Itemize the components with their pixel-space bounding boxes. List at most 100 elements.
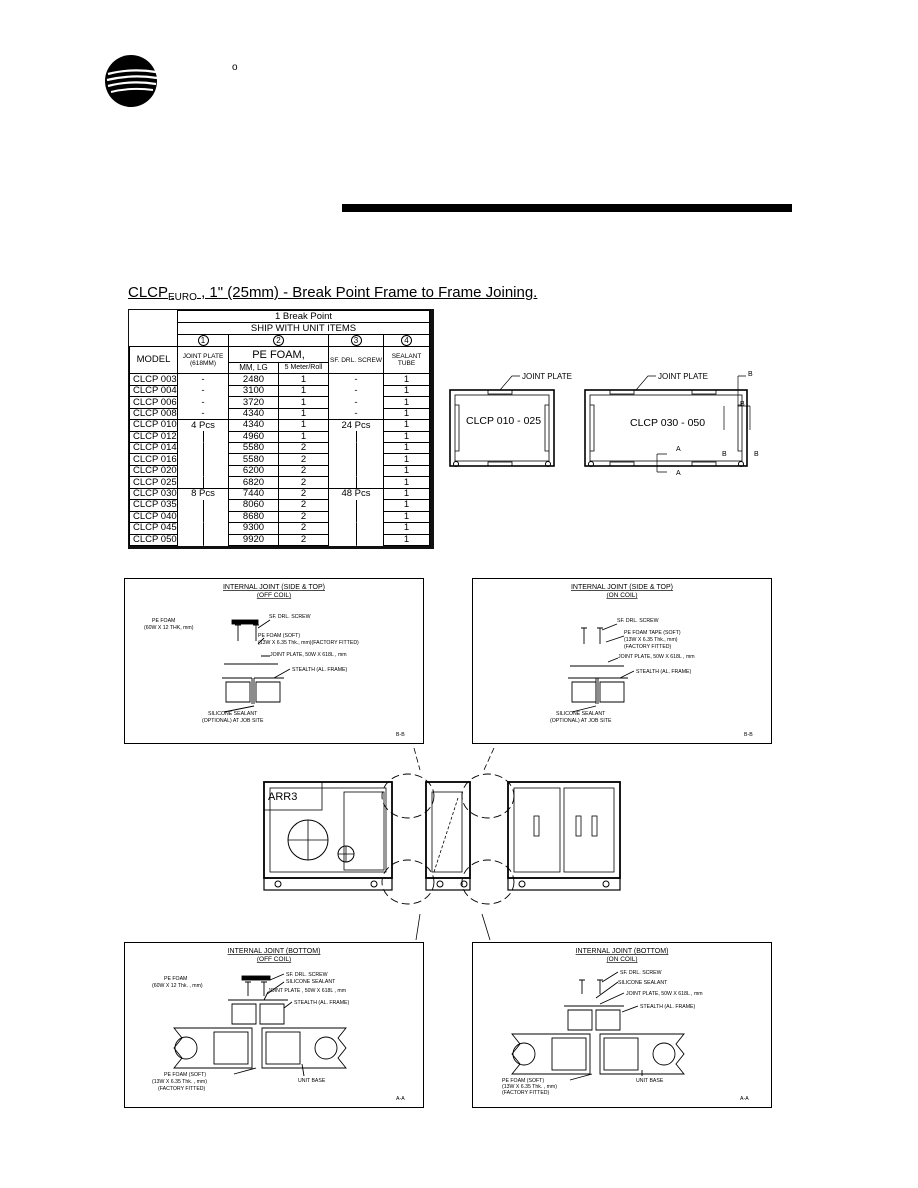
- cell-mm-length: 8060: [228, 499, 279, 512]
- panel-section: A-A: [740, 1096, 749, 1102]
- cell-screw: 48 Pcs: [328, 487, 384, 500]
- cell-model: CLCP 016: [129, 453, 178, 466]
- cell-rolls: 2: [278, 522, 329, 535]
- section-b-2: B: [740, 401, 745, 408]
- panel-label: (13W X 6.35 Thk. , mm): [152, 1079, 207, 1085]
- detail-panel-bottom-on-coil: INTERNAL JOINT (BOTTOM) (ON COIL) SF. DR…: [472, 942, 772, 1108]
- cell-model: CLCP 025: [129, 476, 178, 489]
- section-title: CLCPEURO , 1" (25mm) - Break Point Frame…: [128, 284, 537, 303]
- cell-mm-length: 4960: [228, 430, 279, 444]
- cell-screw: [328, 465, 384, 477]
- header-screw: SF. DRL. SCREW: [328, 346, 384, 375]
- item-number: 2: [273, 335, 284, 346]
- cell-model: CLCP 004: [129, 384, 178, 398]
- panel-label: (60W X 12 Thk. , mm): [152, 983, 203, 989]
- cell-rolls: 2: [278, 464, 329, 478]
- detail-panel-bottom-off-coil: INTERNAL JOINT (BOTTOM) (OFF COIL) PE FO…: [124, 942, 424, 1108]
- panel-title: INTERNAL JOINT (SIDE & TOP): [571, 584, 673, 591]
- cell-joint-plate: [177, 465, 229, 477]
- panel-title: INTERNAL JOINT (SIDE & TOP): [223, 584, 325, 591]
- cell-joint-plate: -: [177, 408, 229, 420]
- cell-screw: [328, 453, 384, 466]
- unit-label: ARR3: [268, 791, 297, 803]
- panel-label: (FACTORY FITTED): [502, 1090, 550, 1096]
- cell-sealant-tube: 1: [382, 453, 431, 466]
- panel-label: JOINT PLATE, 50W X 618L , mm: [626, 991, 703, 997]
- cell-model: CLCP 003: [129, 373, 178, 386]
- cell-mm-length: 9920: [228, 533, 279, 547]
- cell-model: CLCP 020: [129, 464, 178, 478]
- cell-sealant-tube: 1: [382, 384, 431, 398]
- unit-assembly-diagram: ARR3: [263, 773, 621, 905]
- header-roll: 5 Meter/Roll: [278, 361, 329, 375]
- detail-panel-side-top-on-coil: INTERNAL JOINT (SIDE & TOP) (ON COIL) SF…: [472, 578, 772, 744]
- frame-small: [449, 375, 555, 467]
- break-point-table: 1 Break Point SHIP WITH UNIT ITEMS 1 2 3…: [128, 309, 434, 549]
- title-sub: EURO: [168, 292, 197, 303]
- cell-joint-plate: [177, 499, 229, 512]
- panel-label: (13W X 6.35 Thk., mm): [624, 637, 678, 643]
- cell-sealant-tube: 1: [382, 430, 431, 444]
- detail-leader-lines: [413, 747, 495, 941]
- cell-rolls: 1: [278, 430, 329, 444]
- cell-screw: 24 Pcs: [328, 419, 384, 432]
- degree-mark: o: [232, 62, 238, 73]
- cell-mm-length: 4340: [228, 419, 279, 432]
- panel-label: PE FOAM: [164, 976, 187, 982]
- panel-section: B-B: [744, 732, 753, 738]
- cell-rolls: 2: [278, 510, 329, 524]
- panel-subtitle: (ON COIL): [606, 592, 637, 599]
- panel-label: PE FOAM (SOFT): [164, 1072, 206, 1078]
- panel-label: SILICONE SEALANT: [286, 979, 336, 985]
- cell-mm-length: 9300: [228, 522, 279, 535]
- frame-small-label: CLCP 010 - 025: [466, 415, 541, 427]
- cell-screw: [328, 442, 384, 454]
- header-pe-foam: PE FOAM,: [228, 346, 329, 363]
- panel-label: SF. DRL. SCREW: [617, 618, 659, 624]
- panel-label: (60W X 12 THK, mm): [144, 625, 194, 631]
- cell-joint-plate: [177, 453, 229, 466]
- panel-label: JOINT PLATE, 50W X 618L , mm: [618, 654, 695, 660]
- panel-label: SILICONE SEALANT: [618, 980, 668, 986]
- cell-screw: [328, 511, 384, 523]
- cell-sealant-tube: 1: [382, 464, 431, 478]
- cell-mm-length: 2480: [228, 373, 279, 386]
- table-title: 1 Break Point: [176, 309, 431, 324]
- cell-rolls: 1: [278, 373, 329, 386]
- cell-joint-plate: [177, 534, 229, 546]
- panel-label: PE FOAM (SOFT): [502, 1078, 544, 1084]
- panel-label: (FACTORY FITTED): [624, 644, 672, 650]
- title-prefix: CLCP: [128, 284, 169, 301]
- cell-screw: [328, 431, 384, 443]
- cell-joint-plate: -: [177, 373, 229, 386]
- cell-mm-length: 5580: [228, 453, 279, 466]
- panel-label: JOINT PLATE , 50W X 618L , mm: [268, 988, 346, 994]
- header-sealant: SEALANT TUBE: [382, 346, 431, 375]
- detail-panel-side-top-off-coil: INTERNAL JOINT (SIDE & TOP) (OFF COIL) P…: [124, 578, 424, 744]
- cell-joint-plate: 4 Pcs: [177, 419, 229, 432]
- cell-joint-plate: [177, 522, 229, 535]
- panel-label: STEALTH (AL. FRAME): [636, 669, 692, 675]
- cell-sealant-tube: 1: [382, 442, 431, 455]
- cell-sealant-tube: 1: [382, 396, 431, 409]
- header-model: MODEL: [129, 346, 178, 375]
- cell-model: CLCP 008: [129, 407, 178, 421]
- cell-model: CLCP 035: [129, 499, 178, 512]
- cell-mm-length: 3720: [228, 396, 279, 409]
- cell-rolls: 2: [278, 499, 329, 512]
- header-rule: [342, 204, 792, 212]
- panel-label: PE FOAM TAPE (SOFT): [624, 630, 681, 636]
- cell-rolls: 2: [278, 487, 329, 501]
- cell-rolls: 2: [278, 533, 329, 547]
